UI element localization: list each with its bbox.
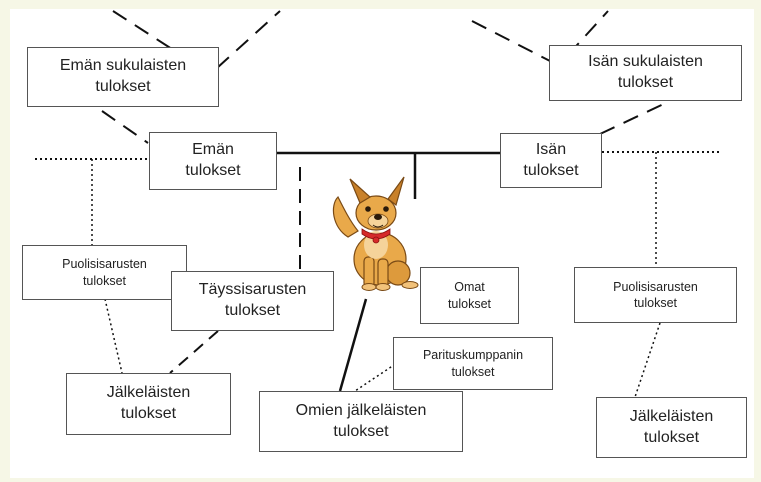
dotted-connector — [634, 322, 661, 398]
sire-label: Isän tulokset — [523, 140, 579, 179]
offspring-right-results-box: Jälkeläisten tulokset — [596, 397, 747, 458]
dashed-connector — [599, 100, 671, 135]
sire-results-box: Isän tulokset — [500, 133, 602, 188]
full-siblings-results-box: Täyssisarusten tulokset — [171, 271, 334, 331]
offspring-left-label: Jälkeläisten tulokset — [106, 384, 191, 422]
connector-lines — [35, 10, 722, 398]
dam-relatives-label: Emän sukulaisten tulokset — [59, 57, 187, 95]
sire-relatives-label: Isän sukulaisten tulokset — [588, 53, 703, 91]
own-offspring-label: Omien jälkeläisten tulokset — [295, 401, 427, 440]
dashed-connector — [169, 330, 219, 374]
dotted-connector — [104, 298, 123, 374]
dam-label: Emän tulokset — [185, 141, 241, 179]
mate-label: Parituskumppanin tulokset — [422, 348, 524, 379]
cartoon-dog-icon — [332, 176, 419, 291]
half-siblings-left-results-box: Puolisisarusten tulokset — [22, 245, 187, 300]
dotted-connector — [351, 364, 395, 394]
own-label: Omat tulokset — [447, 280, 492, 311]
mate-results-box: Parituskumppanin tulokset — [393, 337, 553, 390]
own-offspring-link-line — [338, 298, 368, 392]
sire-relatives-results-box: Isän sukulaisten tulokset — [549, 45, 742, 101]
full-siblings-label: Täyssisarusten tulokset — [198, 281, 307, 319]
dam-relatives-results-box: Emän sukulaisten tulokset — [27, 47, 219, 107]
dashed-connector — [216, 10, 281, 69]
dashed-connector — [112, 10, 176, 52]
dashed-connector — [471, 20, 551, 62]
own-offspring-results-box: Omien jälkeläisten tulokset — [259, 391, 463, 452]
dam-results-box: Emän tulokset — [149, 132, 277, 190]
half-siblings-left-label: Puolisisarusten tulokset — [62, 257, 147, 288]
half-siblings-right-results-box: Puolisisarusten tulokset — [574, 267, 737, 323]
dashed-connector — [101, 110, 149, 144]
own-results-box: Omat tulokset — [420, 267, 519, 324]
offspring-right-label: Jälkeläisten tulokset — [629, 407, 714, 446]
half-siblings-right-label: Puolisisarusten tulokset — [613, 279, 698, 310]
pedigree-diagram: Emän sukulaisten tulokset Isän sukulaist… — [10, 9, 754, 478]
offspring-left-results-box: Jälkeläisten tulokset — [66, 373, 231, 435]
